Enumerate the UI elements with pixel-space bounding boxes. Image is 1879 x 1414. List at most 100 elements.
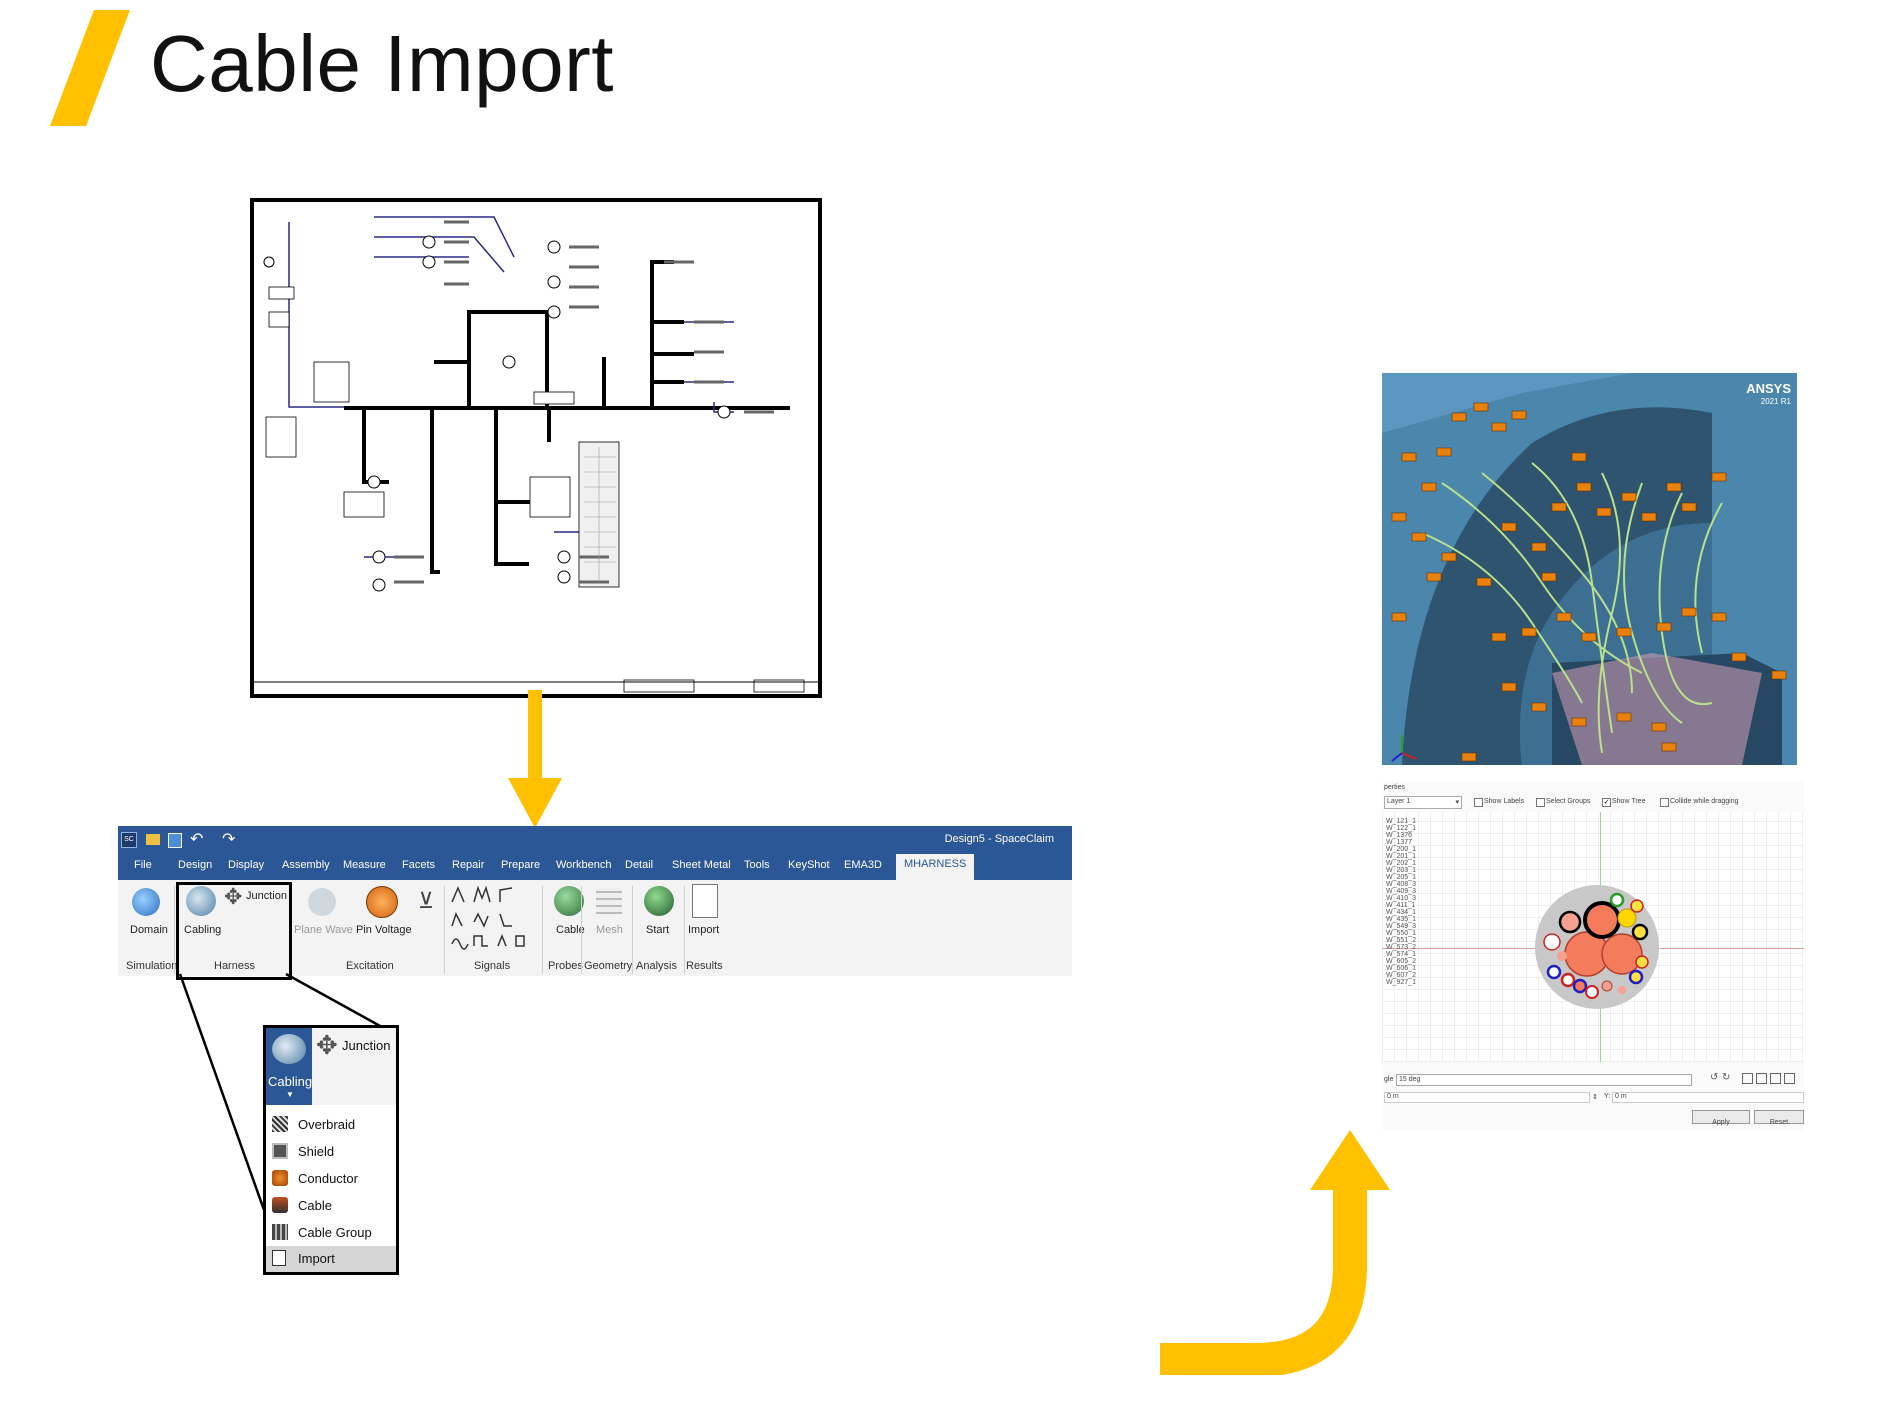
menu-item-cable[interactable]: Cable xyxy=(266,1193,396,1219)
tab-file[interactable]: File xyxy=(134,859,152,871)
junction-button[interactable]: Junction xyxy=(246,890,287,902)
tab-repair[interactable]: Repair xyxy=(452,859,485,871)
start-button[interactable]: Start xyxy=(646,924,670,936)
menu-item-shield[interactable]: Shield xyxy=(266,1139,396,1165)
undo-icon[interactable]: ↶ xyxy=(190,831,204,848)
list-item[interactable]: W_410_3 xyxy=(1386,895,1416,902)
open-folder-icon[interactable] xyxy=(146,834,160,845)
list-item[interactable]: W_122_1 xyxy=(1386,825,1416,832)
list-item[interactable]: W_607_2 xyxy=(1386,972,1416,979)
y-input[interactable]: 0 m xyxy=(1612,1092,1804,1103)
tab-display[interactable]: Display xyxy=(228,859,265,871)
tab-prepare[interactable]: Prepare xyxy=(501,859,541,871)
list-item[interactable]: W_435_1 xyxy=(1386,916,1416,923)
list-item[interactable]: W_1376 xyxy=(1386,832,1413,839)
wire-tree-list[interactable]: W_121_1 W_122_1 W_1376 W_1377 W_200_1 W_… xyxy=(1382,818,1452,1048)
list-item[interactable]: W_606_1 xyxy=(1386,965,1416,972)
pin-voltage-button[interactable]: Pin Voltage xyxy=(356,924,412,936)
domain-button[interactable]: Domain xyxy=(130,924,168,936)
accent-slash-icon xyxy=(50,10,130,126)
tab-facets[interactable]: Facets xyxy=(402,859,436,871)
tab-assembly[interactable]: Assembly xyxy=(282,859,330,871)
fit-vertical-icon[interactable] xyxy=(1770,1073,1781,1084)
junction-icon[interactable]: ✥ xyxy=(316,1030,338,1060)
grid-icon[interactable] xyxy=(1742,1073,1753,1084)
plane-wave-icon[interactable] xyxy=(308,888,336,916)
redo-icon[interactable]: ↷ xyxy=(222,831,236,848)
domain-globe-icon[interactable] xyxy=(132,888,160,916)
list-item[interactable]: W_409_3 xyxy=(1386,888,1416,895)
probe-excitation-icon[interactable]: ⊻ xyxy=(418,888,435,913)
tab-measure[interactable]: Measure xyxy=(343,859,386,871)
list-item[interactable]: W_408_3 xyxy=(1386,881,1416,888)
save-icon[interactable] xyxy=(168,833,182,848)
rotate-cw-icon[interactable]: ↻ xyxy=(1722,1072,1731,1083)
menu-item-cable-group[interactable]: Cable Group xyxy=(266,1220,396,1246)
junction-icon[interactable]: ✥ xyxy=(224,884,243,909)
cable-button[interactable]: Cable xyxy=(556,924,585,936)
x-input[interactable]: 0 m xyxy=(1384,1092,1590,1103)
fit-horizontal-icon[interactable] xyxy=(1756,1073,1767,1084)
list-item[interactable]: W_549_3 xyxy=(1386,923,1416,930)
rotate-ccw-icon[interactable]: ↺ xyxy=(1710,1072,1719,1083)
list-item[interactable]: W_201_1 xyxy=(1386,853,1416,860)
tab-detail[interactable]: Detail xyxy=(625,859,654,871)
group-excitation: Excitation xyxy=(346,960,394,972)
menu-item-conductor[interactable]: Conductor xyxy=(266,1166,396,1192)
cabling-icon xyxy=(272,1034,306,1064)
select-groups-checkbox[interactable] xyxy=(1536,798,1545,807)
reset-button[interactable]: Reset xyxy=(1754,1110,1804,1126)
tab-tools[interactable]: Tools xyxy=(744,859,770,871)
spaceclaim-ribbon: SC ↶ ↷ Design5 - SpaceClaim File Design … xyxy=(118,826,1072,976)
list-item[interactable]: W_573_2 xyxy=(1386,944,1416,951)
import-results-icon[interactable] xyxy=(692,884,718,918)
menu-item-overbraid[interactable]: Overbraid xyxy=(266,1112,396,1138)
junction-label[interactable]: Junction xyxy=(342,1038,391,1053)
harness-3d-viewport[interactable]: ANSYS 2021 R1 xyxy=(1382,373,1797,765)
tab-mharness[interactable]: MHARNESS xyxy=(896,854,975,880)
list-item[interactable]: W_411_1 xyxy=(1386,902,1416,909)
list-item[interactable]: W_121_1 xyxy=(1386,818,1416,825)
cabling-button[interactable]: Cabling xyxy=(184,924,222,936)
list-item[interactable]: W_203_1 xyxy=(1386,867,1416,874)
plane-wave-button[interactable]: Plane Wave xyxy=(294,924,353,936)
fit-all-icon[interactable] xyxy=(1784,1073,1795,1084)
signal-waveforms-icon[interactable] xyxy=(448,884,538,954)
group-harness: Harness xyxy=(214,960,255,972)
tab-ema3d[interactable]: EMA3D xyxy=(844,859,882,871)
cable-probe-icon[interactable] xyxy=(554,886,584,916)
tab-sheet-metal[interactable]: Sheet Metal xyxy=(672,859,731,871)
list-item[interactable]: W_551_2 xyxy=(1386,937,1416,944)
list-item[interactable]: W_202_1 xyxy=(1386,860,1416,867)
list-item[interactable]: W_200_1 xyxy=(1386,846,1416,853)
tab-keyshot[interactable]: KeyShot xyxy=(788,859,830,871)
mesh-button[interactable]: Mesh xyxy=(596,924,623,936)
list-item[interactable]: W_205_1 xyxy=(1386,874,1416,881)
import-button[interactable]: Import xyxy=(688,924,720,936)
show-tree-checkbox[interactable]: ✓ xyxy=(1602,798,1611,807)
list-item[interactable]: W_927_1 xyxy=(1386,979,1416,986)
collide-checkbox[interactable] xyxy=(1660,798,1669,807)
show-labels-checkbox[interactable] xyxy=(1474,798,1483,807)
cabling-dropdown-button[interactable]: Cabling ▼ xyxy=(266,1028,312,1105)
pin-voltage-icon[interactable] xyxy=(366,886,398,918)
cabling-icon[interactable] xyxy=(186,886,216,916)
list-item[interactable]: W_550_1 xyxy=(1386,930,1416,937)
ribbon-separator xyxy=(632,886,633,974)
menu-item-import[interactable]: Import xyxy=(266,1246,396,1272)
apply-button[interactable]: Apply xyxy=(1692,1110,1750,1126)
start-analysis-icon[interactable] xyxy=(644,886,674,916)
list-item[interactable]: W_574_1 xyxy=(1386,951,1416,958)
chevron-down-icon: ▼ xyxy=(286,1090,294,1099)
layer-select[interactable]: Layer 1 ▾ xyxy=(1384,796,1462,809)
ribbon-separator xyxy=(444,886,445,974)
list-item[interactable]: W_1377 xyxy=(1386,839,1413,846)
angle-input[interactable]: 15 deg xyxy=(1396,1074,1692,1086)
spinner-icon[interactable]: ⇕ xyxy=(1592,1094,1598,1101)
tab-workbench[interactable]: Workbench xyxy=(556,859,612,871)
list-item[interactable]: W_434_1 xyxy=(1386,909,1416,916)
tab-design[interactable]: Design xyxy=(178,859,213,871)
list-item[interactable]: W_605_2 xyxy=(1386,958,1416,965)
cross-section-canvas[interactable] xyxy=(1382,812,1804,1062)
mesh-icon[interactable] xyxy=(596,888,622,914)
